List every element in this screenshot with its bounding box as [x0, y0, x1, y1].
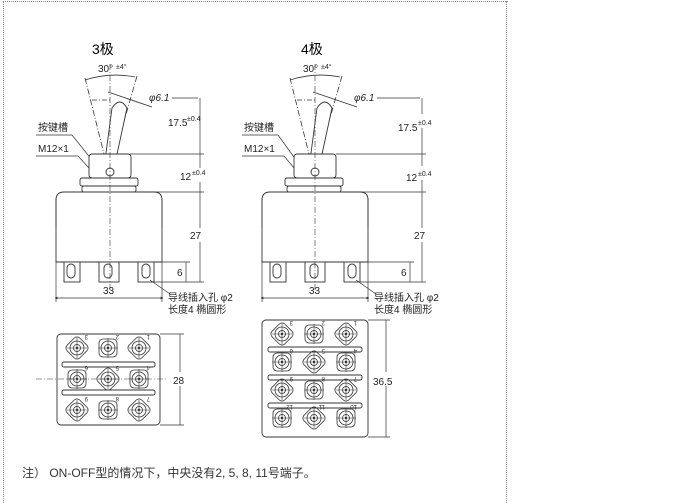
frame-border-top: [3, 1, 508, 2]
thread-label: M12×1: [244, 144, 275, 155]
key-slot-label: 按键槽: [244, 121, 274, 134]
terminal: 6: [272, 347, 293, 372]
terminal-number: 3: [289, 319, 293, 325]
lever-diameter: φ6.1: [354, 93, 374, 104]
terminal: 8: [304, 375, 325, 400]
terminal: 2: [98, 333, 119, 358]
dim-bushing-tol: ±0.4: [418, 171, 432, 178]
dim-terminal-height: 6: [177, 268, 183, 279]
terminal-number: 2: [321, 319, 325, 325]
dim-lever-height: 17.5: [168, 118, 188, 129]
dim-lever-tol: ±0.4: [418, 120, 432, 127]
terminal: 4: [336, 347, 357, 372]
drawing-4pole: 4极 30° ±4° φ6.1 按键槽 M12×1: [242, 41, 439, 438]
terminal-grid: 3 2 1 6 5 4 9 8 7 12 11 10: [270, 319, 358, 430]
key-slot-label: 按键槽: [38, 121, 68, 134]
terminal-number: 10: [350, 403, 357, 409]
terminal-number: 6: [289, 347, 293, 353]
terminal: 8: [98, 395, 119, 420]
dim-bottom-depth: 36.5: [373, 377, 393, 388]
terminal-number: 7: [146, 395, 150, 401]
body: [55, 191, 163, 283]
terminal-number: 6: [84, 364, 88, 370]
hole-note-2: 长度4 椭圆形: [168, 303, 226, 316]
terminal: 5: [302, 347, 326, 374]
terminal-number: 1: [146, 333, 150, 339]
hole-note-1: 导线插入孔 φ2: [374, 291, 439, 304]
terminal: 7: [334, 375, 358, 402]
terminal-number: 11: [318, 403, 325, 409]
dim-body-height: 27: [414, 231, 426, 242]
terminal-number: 8: [321, 375, 325, 381]
footnote: 注） ON-OFF型的情况下，中央没有2, 5, 8, 11号端子。: [22, 466, 316, 480]
terminal: 2: [304, 319, 325, 344]
terminal-number: 9: [289, 375, 293, 381]
terminal: 9: [65, 395, 89, 422]
thread-label: M12×1: [38, 144, 69, 155]
terminal-number: 12: [286, 403, 293, 409]
angle-tol: ±4°: [321, 63, 332, 71]
terminal-number: 5: [321, 347, 325, 353]
dim-width: 33: [309, 286, 321, 297]
terminal: 3: [65, 333, 89, 360]
dim-bottom-depth: 28: [173, 376, 185, 387]
dim-bushing-height: 12: [406, 173, 418, 184]
frame-border-left: [3, 1, 4, 503]
terminal: 11: [302, 403, 326, 430]
terminal: 7: [127, 395, 151, 422]
lever-diameter: φ6.1: [149, 93, 169, 104]
frame-border-right: [506, 1, 507, 503]
terminal-number: 4: [146, 364, 150, 370]
hole-note-1: 导线插入孔 φ2: [168, 291, 233, 304]
terminal: 3: [270, 319, 294, 346]
terminal-number: 7: [353, 375, 357, 381]
hole-note-2: 长度4 椭圆形: [374, 303, 432, 316]
bushing: [79, 153, 139, 193]
dim-lever-height: 17.5: [398, 123, 418, 134]
angle-label: 30°: [98, 64, 113, 75]
terminal-number: 9: [84, 395, 88, 401]
lever: [103, 91, 153, 169]
dim-width: 33: [103, 286, 115, 297]
terminal: 1: [127, 333, 151, 360]
title-3pole: 3极: [92, 41, 114, 57]
terminal-number: 2: [115, 333, 119, 339]
dim-body-height: 27: [190, 231, 202, 242]
terminal-number: 5: [115, 364, 119, 370]
terminal: 1: [334, 319, 358, 346]
angle-tol: ±4°: [116, 63, 127, 71]
dim-bushing-tol: ±0.4: [192, 170, 206, 177]
drawing-3pole: 3极 30° ±4° φ6.1 按键槽 M12×1: [36, 41, 233, 426]
dim-lever-tol: ±0.4: [187, 116, 201, 123]
terminal-number: 3: [84, 333, 88, 339]
terminal: 9: [270, 375, 294, 402]
angle-label: 30°: [303, 64, 318, 75]
terminal-number: 1: [353, 319, 357, 325]
terminal-number: 8: [115, 395, 119, 401]
dim-terminal-height: 6: [401, 268, 407, 279]
title-4pole: 4极: [301, 41, 323, 57]
terminal: 10: [336, 403, 357, 428]
height-dimensions: [130, 98, 204, 283]
terminal-number: 4: [353, 347, 357, 353]
dim-bushing-height: 12: [180, 172, 192, 183]
terminal: 12: [272, 403, 293, 428]
